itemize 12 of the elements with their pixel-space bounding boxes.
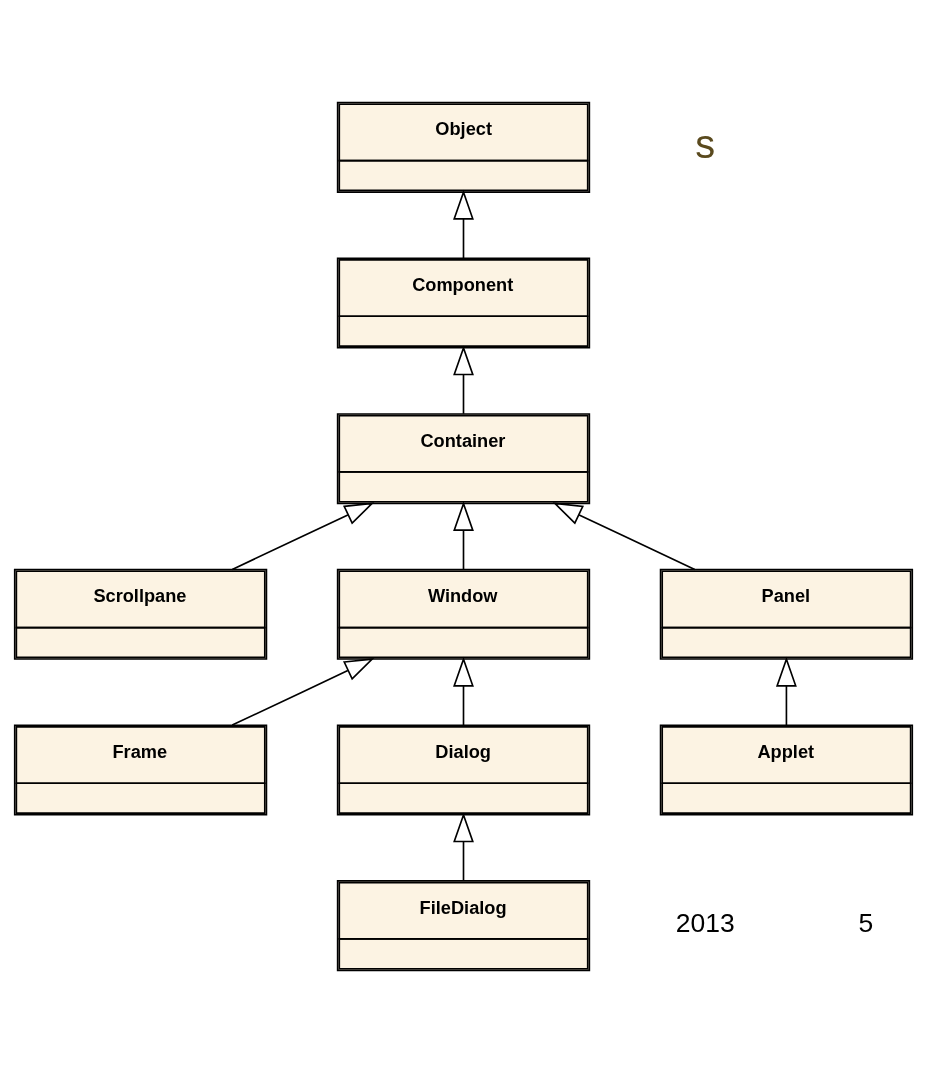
arrow: [453, 656, 474, 726]
arrow: [453, 812, 474, 882]
arrow: [552, 501, 696, 570]
arrow: [453, 189, 474, 259]
label: 2013: [675, 907, 735, 938]
label: 5: [858, 907, 874, 938]
arrow: [776, 656, 797, 726]
arrow: [453, 345, 474, 415]
arrow: [231, 501, 375, 570]
arrow: [231, 657, 375, 726]
arrow: [453, 500, 474, 570]
label: s: [695, 121, 716, 166]
